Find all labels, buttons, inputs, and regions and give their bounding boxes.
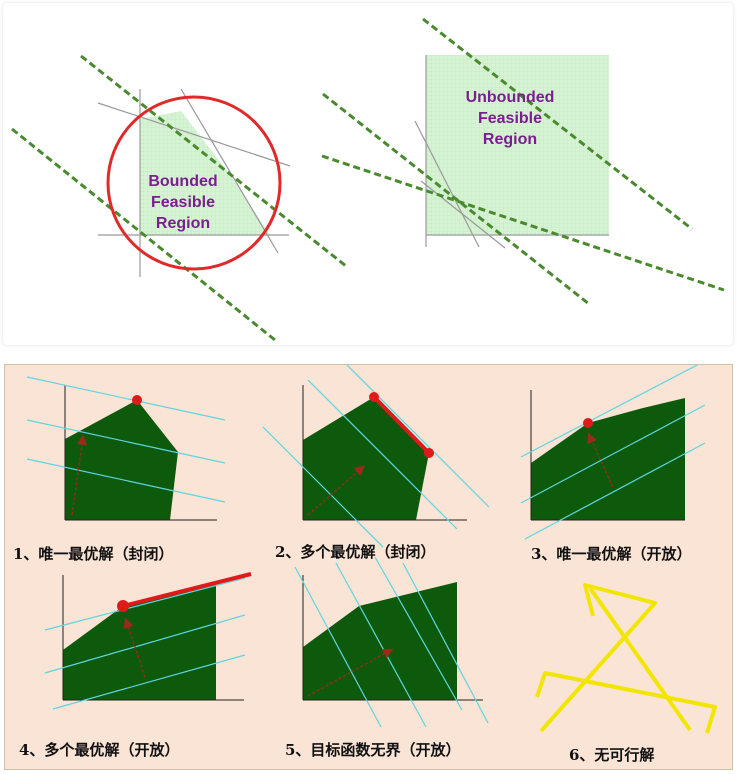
dashed-objective-line <box>322 92 590 306</box>
dashed-objective-line <box>80 54 347 268</box>
gradient-arrow <box>307 648 394 697</box>
objective-line <box>520 404 706 504</box>
objective-line <box>524 442 706 540</box>
unbounded-constraint-line <box>420 180 506 249</box>
bounded-constraint-line <box>180 88 279 254</box>
optimal-point <box>117 600 129 612</box>
objective-line <box>52 654 246 710</box>
case-1-caption: 1、唯一最优解（封闭） <box>13 545 174 563</box>
case-2-caption: 2、多个最优解（封闭） <box>275 543 436 561</box>
label-line: Unbounded <box>465 89 555 106</box>
case-5-caption: 5、目标函数无界（开放） <box>285 741 461 759</box>
case-6-caption: 6、无可行解 <box>569 746 655 764</box>
unbounded-feasible-area <box>426 55 609 235</box>
feasible-region-comparison: Bounded Feasible Region Unbounded Feasib… <box>3 3 733 345</box>
case-5-diagram <box>294 556 489 728</box>
objective-line <box>262 426 384 548</box>
bounded-region-label: Bounded Feasible Region <box>131 171 235 234</box>
half-plane-marker <box>539 583 657 733</box>
objective-line <box>26 376 226 421</box>
unbounded-constraint-line <box>414 120 480 248</box>
optimal-edge <box>372 395 431 455</box>
optimal-point <box>583 418 593 428</box>
optimal-point <box>424 448 434 458</box>
dashed-objective-line <box>11 127 276 342</box>
case-3-diagram <box>520 365 706 540</box>
objective-line <box>374 556 463 711</box>
objective-line <box>294 566 382 728</box>
case-6-diagram <box>535 583 717 734</box>
solution-cases-diagram <box>26 365 717 734</box>
case-1-diagram <box>26 376 226 521</box>
feasible-region <box>531 398 685 520</box>
gradient-arrow <box>71 434 88 516</box>
optimal-point <box>369 392 379 402</box>
feasible-region <box>65 400 178 520</box>
case-2-diagram <box>262 365 490 548</box>
label-line: Feasible <box>150 194 216 211</box>
gradient-arrow <box>307 465 365 516</box>
case-3-caption: 3、唯一最优解（开放） <box>531 545 692 563</box>
bounded-feasible-area <box>140 111 270 235</box>
objective-line <box>520 365 699 458</box>
gradient-arrow <box>123 617 146 678</box>
label-line: Region <box>482 131 538 148</box>
feasible-region <box>303 397 429 520</box>
objective-line <box>44 614 246 674</box>
optimal-point <box>132 395 142 405</box>
label-line: Bounded <box>148 173 218 190</box>
case-4-diagram <box>44 572 252 710</box>
feasible-region <box>303 582 457 700</box>
objective-line <box>307 379 458 530</box>
half-plane-marker <box>535 671 717 734</box>
case-4-caption: 4、多个最优解（开放） <box>19 741 180 759</box>
objective-line <box>44 577 246 631</box>
half-plane-marker <box>588 586 692 732</box>
label-line: Region <box>155 215 211 232</box>
bounded-region-circle <box>106 95 282 271</box>
optimal-ray <box>122 572 252 608</box>
unbounded-diagram <box>321 17 725 306</box>
dashed-objective-line <box>321 154 725 292</box>
feasible-region-diagram <box>11 17 725 342</box>
bounded-constraint-line <box>97 102 291 167</box>
objective-line <box>335 562 427 728</box>
dashed-objective-line <box>422 17 693 231</box>
bounded-diagram <box>11 54 347 342</box>
objective-line <box>26 458 226 503</box>
objective-line <box>346 365 490 508</box>
unbounded-region-label: Unbounded Feasible Region <box>453 87 567 150</box>
gradient-arrow <box>587 432 614 488</box>
feasible-region <box>63 583 216 700</box>
objective-line <box>402 562 489 724</box>
label-line: Feasible <box>477 110 543 127</box>
lp-solution-cases: 1、唯一最优解（封闭） 2、多个最优解（封闭） 3、唯一最优解（开放） 4、多个… <box>4 364 733 770</box>
objective-line <box>26 419 226 464</box>
